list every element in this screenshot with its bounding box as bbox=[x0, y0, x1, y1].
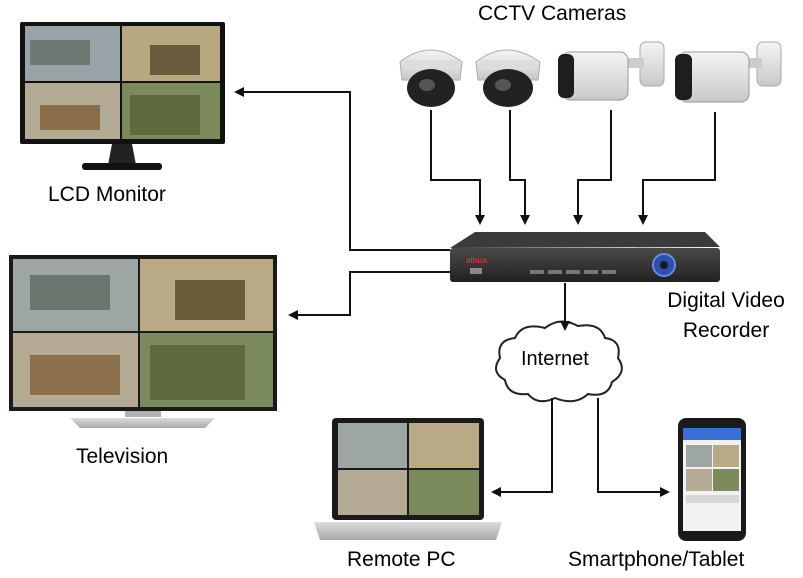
television-label: Television bbox=[76, 445, 169, 468]
cctv-cameras-label: CCTV Cameras bbox=[478, 2, 627, 25]
dvr-label: Digital Video Recorder bbox=[646, 286, 803, 346]
bullet-camera-2 bbox=[675, 41, 782, 103]
remote-pc-label: Remote PC bbox=[347, 548, 456, 571]
lcd-monitor bbox=[20, 22, 225, 170]
dvr-label-line2: Recorder bbox=[682, 319, 770, 342]
dvr-brand-logo: alhua bbox=[466, 256, 487, 265]
laptop-screen-feed bbox=[338, 423, 479, 515]
smartphone-tablet bbox=[678, 418, 746, 541]
television bbox=[9, 255, 277, 428]
dome-camera-2 bbox=[475, 49, 541, 107]
dome-camera-1 bbox=[399, 49, 463, 107]
tv-screen-feed bbox=[13, 259, 273, 407]
monitor-screen-feed bbox=[25, 26, 220, 139]
connection-arrows bbox=[234, 87, 716, 497]
lcd-monitor-label: LCD Monitor bbox=[48, 183, 166, 206]
internet-label: Internet bbox=[521, 348, 589, 370]
dvr-label-line1: Digital Video bbox=[667, 289, 785, 312]
digital-video-recorder: alhua bbox=[450, 232, 720, 282]
smartphone-tablet-label: Smartphone/Tablet bbox=[568, 548, 745, 571]
bullet-camera-1 bbox=[558, 41, 665, 101]
remote-pc-laptop bbox=[314, 418, 502, 540]
